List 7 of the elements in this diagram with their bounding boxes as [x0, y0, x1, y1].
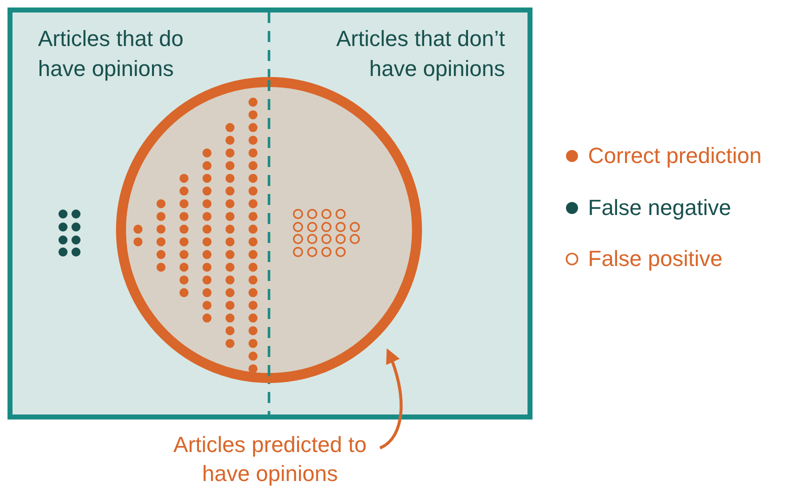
legend-label: False positive — [588, 245, 723, 273]
legend-label: False negative — [588, 194, 732, 222]
region-label: Articles that do have opinions — [38, 24, 218, 84]
region-label: Articles that don’t have opinions — [299, 24, 505, 84]
legend-label: Correct prediction — [588, 142, 762, 170]
callout-text: Articles predicted to have opinions — [160, 430, 380, 488]
arrow — [379, 348, 403, 450]
